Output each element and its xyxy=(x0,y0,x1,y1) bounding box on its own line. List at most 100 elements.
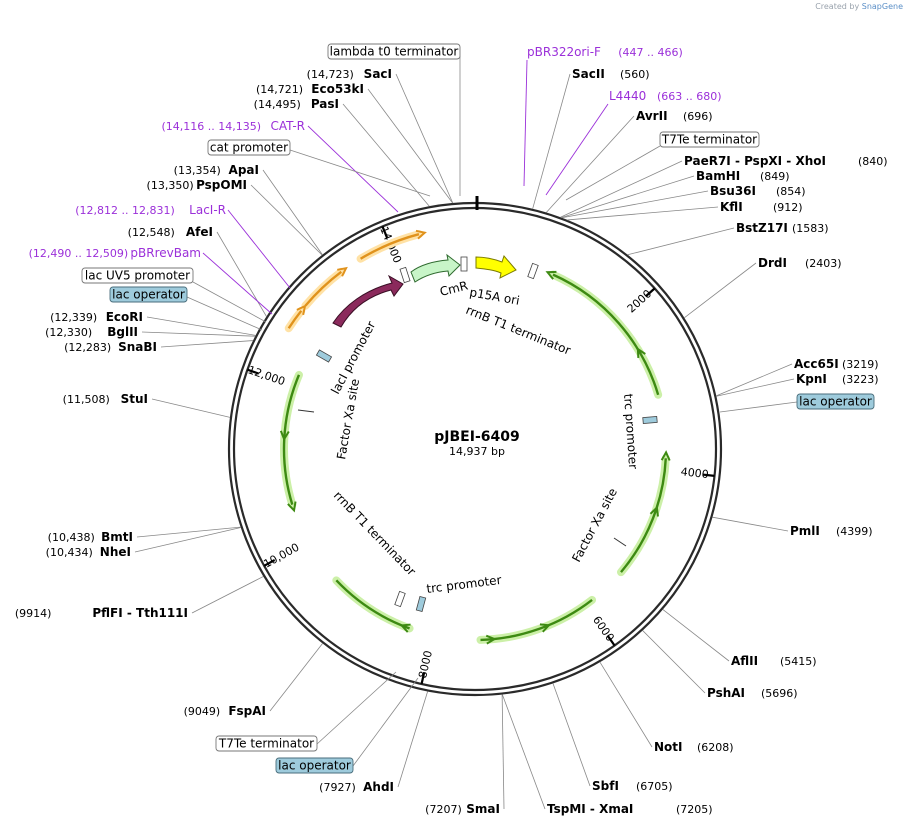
enzyme-name: AhdI xyxy=(363,780,394,794)
leader-line xyxy=(599,661,653,748)
green-cds-right-upper-arrow-b xyxy=(636,347,646,359)
enzyme-name: ApaI xyxy=(229,163,259,177)
enzyme-name: AfeI xyxy=(186,225,213,239)
enzyme-position: (13,354) xyxy=(174,164,221,177)
green-cds-right-lower xyxy=(620,458,667,573)
enzyme-name: DrdI xyxy=(758,256,787,270)
enzyme-name: PflFI - Tth111I xyxy=(92,606,188,620)
factor-xa-site-label-right: Factor Xa site xyxy=(569,486,620,565)
green-cds-right-lower-arrow-a xyxy=(660,450,671,461)
enzyme-name: PspOMI xyxy=(196,178,247,192)
feature-box-label: lac operator xyxy=(799,395,872,409)
lac-operator-box xyxy=(275,757,354,774)
enzyme-name: SacI xyxy=(364,67,392,81)
leader-line xyxy=(501,694,546,810)
primer-leader xyxy=(227,209,291,289)
leader-line xyxy=(141,331,256,337)
green-cds-right-upper-arrow-a xyxy=(545,270,557,280)
enzyme-position: (10,438) xyxy=(48,531,95,544)
plasmid-name: pJBEI-6409 xyxy=(434,429,519,445)
leader-line xyxy=(395,73,454,204)
enzyme-name: Bsu36I xyxy=(710,184,756,198)
feature-box xyxy=(207,139,291,156)
terminator-glyph-top-2 xyxy=(460,256,468,272)
enzyme-name: Eco53kI xyxy=(311,82,364,96)
feature-box-label: cat promoter xyxy=(210,141,288,155)
tick-12000 xyxy=(247,368,260,375)
tick-label: 4000 xyxy=(680,465,709,481)
primer-name: CAT-R xyxy=(270,119,305,133)
box-leader xyxy=(352,677,419,767)
leader-line xyxy=(269,643,323,712)
terminator-glyph-top-3 xyxy=(527,262,539,280)
enzyme-position: (12,548) xyxy=(128,226,175,239)
factor-xa-tick-left xyxy=(297,409,315,413)
box-leader xyxy=(289,149,431,197)
enzyme-name: SbfI xyxy=(592,779,619,793)
enzyme-position: (9049) xyxy=(184,705,221,718)
leader-line xyxy=(561,190,709,219)
feature-track xyxy=(279,229,671,645)
box-leader xyxy=(719,401,798,413)
primer-position: (447 .. 466) xyxy=(618,46,683,59)
enzyme-position: (14,721) xyxy=(256,83,303,96)
enzyme-position: (7207) xyxy=(425,803,462,816)
enzyme-position: (3219) xyxy=(842,358,879,371)
credit-brand: SnapGene xyxy=(861,2,903,11)
leader-line xyxy=(684,262,757,319)
p15a-ori-label: p15A ori xyxy=(468,285,520,308)
enzyme-position: (12,330) xyxy=(45,326,92,339)
green-cds-left-arrow-a xyxy=(287,501,297,513)
backbone-outer xyxy=(227,201,723,697)
tick-label: 6000 xyxy=(590,614,617,644)
tick-8000 xyxy=(420,672,426,685)
enzyme-position: (5415) xyxy=(780,655,817,668)
tick-label: 8000 xyxy=(416,649,435,679)
green-cds-bottom-arrow-b xyxy=(485,634,497,645)
terminator-glyph-top-1 xyxy=(399,266,411,284)
feature-box-label: lac operator xyxy=(112,288,185,302)
feature-box xyxy=(659,131,760,148)
box-leader xyxy=(316,671,397,745)
green-cds-right-upper xyxy=(552,273,660,396)
green-cds-bottom-glow xyxy=(476,595,597,644)
enzyme-name: AflII xyxy=(731,654,758,668)
lac-operator-glyph-right xyxy=(642,415,658,425)
enzyme-position: (5696) xyxy=(761,687,798,700)
primer-position: (12,812 .. 12,831) xyxy=(75,204,175,217)
orange-cds-1 xyxy=(359,233,420,260)
p15a-ori-arrow xyxy=(475,255,517,279)
enzyme-name: BmtI xyxy=(101,530,133,544)
enzyme-name: Acc65I xyxy=(794,357,839,371)
enzyme-name: FspAI xyxy=(228,704,266,718)
enzyme-position: (12,339) xyxy=(50,311,97,324)
tick-10000 xyxy=(263,559,276,567)
box-leader xyxy=(192,281,267,323)
enzyme-name: PmlI xyxy=(790,524,820,538)
box-leader xyxy=(565,145,661,201)
leader-line xyxy=(501,694,505,810)
orange-cds-3-arrow xyxy=(296,304,307,316)
rrnb-t1-terminator-label-top: rrnB T1 terminator xyxy=(464,303,573,358)
leader-line xyxy=(146,316,256,336)
enzyme-position: (4399) xyxy=(836,525,873,538)
leader-line xyxy=(561,175,695,218)
feature-box-label: lac UV5 promoter xyxy=(85,269,190,283)
enzyme-name: EcoRI xyxy=(106,310,143,324)
factor-xa-tick-right xyxy=(613,537,627,547)
credit-prefix: Created by xyxy=(815,2,860,11)
leader-line xyxy=(545,115,635,213)
tick-14000 xyxy=(381,226,389,238)
annotation-labels: SacII(560)AvrII(696)PaeR7I - PspXI - Xho… xyxy=(15,43,888,816)
leader-line xyxy=(367,88,453,204)
primer-name: pBRrevBam xyxy=(130,246,201,260)
enzyme-name: NotI xyxy=(654,740,683,754)
tick-6000 xyxy=(606,635,616,647)
enzyme-name: StuI xyxy=(121,392,148,406)
tick-4000 xyxy=(702,473,715,477)
enzyme-position: (11,508) xyxy=(63,393,110,406)
feature-box xyxy=(215,735,318,752)
trc-promoter-label-bottom: trc promoter xyxy=(426,573,503,596)
feature-box xyxy=(81,267,194,284)
feature-box-label: T7Te terminator xyxy=(218,737,314,751)
